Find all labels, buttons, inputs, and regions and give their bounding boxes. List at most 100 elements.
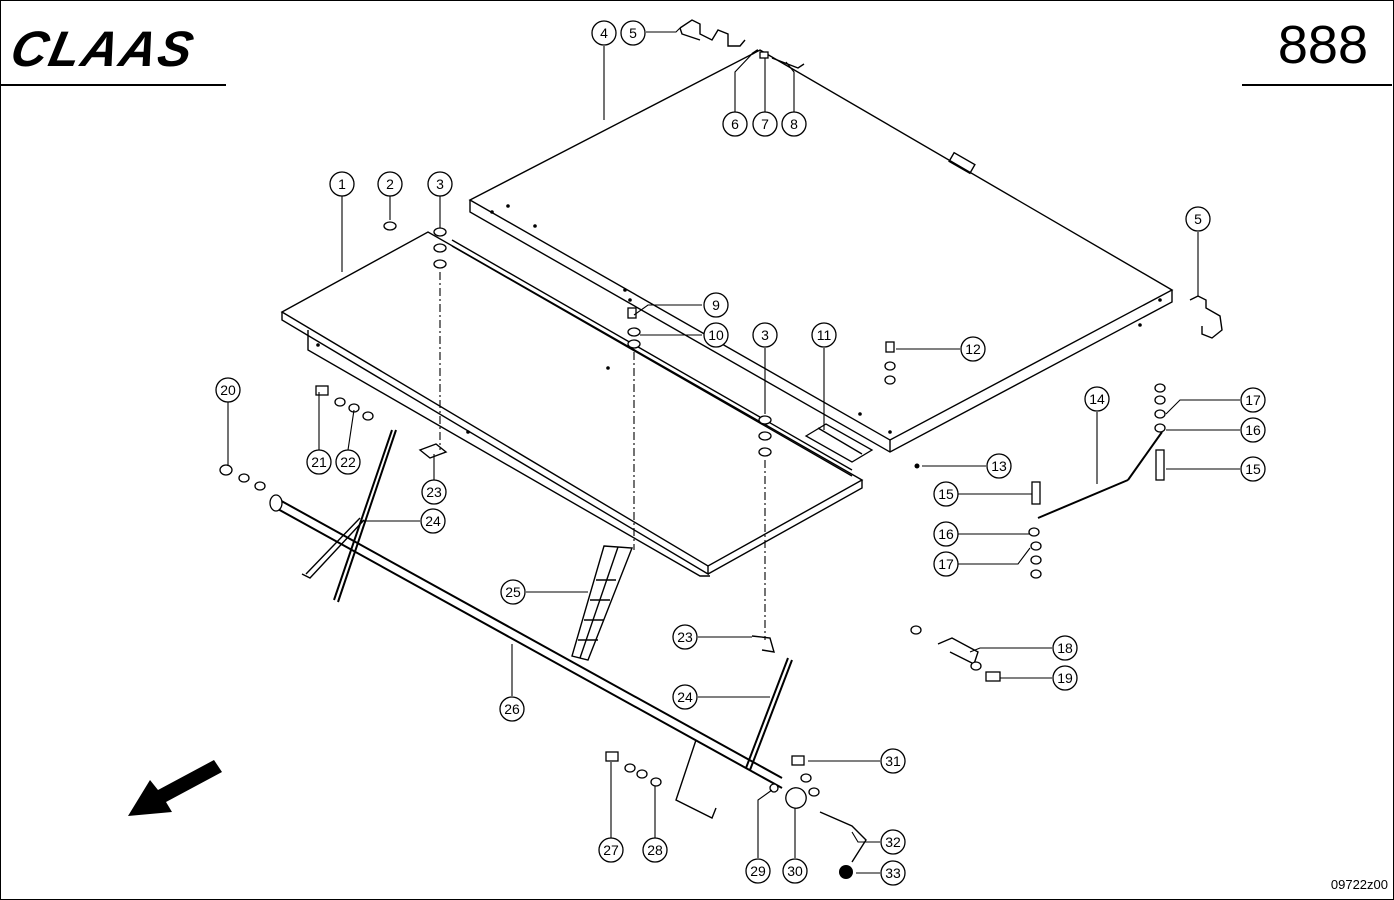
callout-5-top: 5 xyxy=(620,20,646,46)
svg-text:18: 18 xyxy=(1057,640,1073,656)
brand-underline xyxy=(0,84,226,86)
svg-text:7: 7 xyxy=(761,116,769,132)
upper-cover-panel xyxy=(468,49,1174,453)
callout-19: 19 xyxy=(1052,665,1078,691)
svg-text:24: 24 xyxy=(677,689,693,705)
svg-text:31: 31 xyxy=(885,753,901,769)
callout-1: 1 xyxy=(329,171,355,197)
fastener-stack-center xyxy=(627,307,641,349)
callout-20: 20 xyxy=(215,377,241,403)
svg-text:20: 20 xyxy=(220,382,236,398)
svg-text:12: 12 xyxy=(965,341,981,357)
callout-7: 7 xyxy=(752,111,778,137)
hinge-plate xyxy=(804,423,874,463)
svg-text:27: 27 xyxy=(603,842,619,858)
callout-15-upper: 15 xyxy=(1240,456,1266,482)
callout-26: 26 xyxy=(499,696,525,722)
assembly-centerlines xyxy=(439,272,766,640)
svg-text:17: 17 xyxy=(938,556,954,572)
callout-31: 31 xyxy=(880,748,906,774)
gas-strut xyxy=(1028,383,1166,579)
lower-front-panel xyxy=(280,231,864,577)
callout-13: 13 xyxy=(986,453,1012,479)
clip-bracket xyxy=(910,625,1001,682)
callout-24-lower: 24 xyxy=(672,684,698,710)
svg-text:4: 4 xyxy=(600,25,608,41)
callout-22: 22 xyxy=(335,449,361,475)
svg-text:24: 24 xyxy=(425,513,441,529)
page-number: 888 xyxy=(1277,15,1368,75)
callout-33: 33 xyxy=(880,860,906,886)
svg-text:3: 3 xyxy=(436,176,444,192)
lever-assembly xyxy=(769,755,867,879)
callout-24-upper: 24 xyxy=(420,508,446,534)
fasteners-27-28 xyxy=(605,751,662,787)
svg-text:15: 15 xyxy=(1245,461,1261,477)
pin-assembly xyxy=(751,49,805,69)
svg-text:32: 32 xyxy=(885,834,901,850)
bolt-stack-12 xyxy=(884,341,920,469)
callout-14: 14 xyxy=(1084,386,1110,412)
svg-text:26: 26 xyxy=(504,701,520,717)
callout-18: 18 xyxy=(1052,635,1078,661)
callout-6: 6 xyxy=(722,111,748,137)
svg-text:10: 10 xyxy=(708,327,724,343)
callout-23-lower: 23 xyxy=(672,624,698,650)
svg-text:17: 17 xyxy=(1245,392,1261,408)
callout-16-upper: 16 xyxy=(1240,417,1266,443)
direction-arrow xyxy=(128,760,222,816)
svg-text:5: 5 xyxy=(629,25,637,41)
svg-text:8: 8 xyxy=(790,116,798,132)
callout-21: 21 xyxy=(306,449,332,475)
svg-text:19: 19 xyxy=(1057,670,1073,686)
fastener-stack-right xyxy=(758,415,772,457)
callout-3-lower: 3 xyxy=(752,322,778,348)
leader-lines xyxy=(227,27,1240,874)
page-number-underline xyxy=(1242,84,1392,86)
svg-text:16: 16 xyxy=(1245,422,1261,438)
svg-text:3: 3 xyxy=(761,327,769,343)
svg-text:29: 29 xyxy=(750,863,766,879)
hinge-bracket-right xyxy=(1189,295,1223,339)
callout-23-upper: 23 xyxy=(421,479,447,505)
svg-text:33: 33 xyxy=(885,865,901,881)
svg-text:21: 21 xyxy=(311,454,327,470)
svg-text:1: 1 xyxy=(338,176,346,192)
callout-16-lower: 16 xyxy=(933,521,959,547)
support-arm-right xyxy=(675,635,793,819)
fasteners-21-22 xyxy=(315,385,374,421)
svg-text:25: 25 xyxy=(505,584,521,600)
svg-text:11: 11 xyxy=(817,327,832,343)
svg-text:5: 5 xyxy=(1194,211,1202,227)
callout-4: 4 xyxy=(591,20,617,46)
callout-28: 28 xyxy=(642,837,668,863)
callout-30: 30 xyxy=(782,858,808,884)
svg-text:22: 22 xyxy=(340,454,356,470)
drawing-code: 09722z00 xyxy=(1330,877,1388,892)
callout-12: 12 xyxy=(960,336,986,362)
callout-2: 2 xyxy=(377,171,403,197)
svg-text:13: 13 xyxy=(991,458,1007,474)
callout-17-lower: 17 xyxy=(933,551,959,577)
callout-11: 11 xyxy=(811,322,837,348)
callout-29: 29 xyxy=(745,858,771,884)
svg-text:30: 30 xyxy=(787,863,803,879)
callout-10: 10 xyxy=(703,322,729,348)
fastener-stack-left xyxy=(383,221,447,269)
callout-5-right: 5 xyxy=(1185,206,1211,232)
hinge-bracket-top xyxy=(679,19,746,47)
callout-3-upper: 3 xyxy=(427,171,453,197)
callout-9: 9 xyxy=(703,292,729,318)
callout-25: 25 xyxy=(500,579,526,605)
callout-15-lower: 15 xyxy=(933,481,959,507)
svg-text:9: 9 xyxy=(712,297,720,313)
svg-text:15: 15 xyxy=(938,486,954,502)
callout-32: 32 xyxy=(880,829,906,855)
callout-8: 8 xyxy=(781,111,807,137)
ladder-bracket xyxy=(571,545,633,661)
support-arm-left xyxy=(301,429,448,603)
callout-17-upper: 17 xyxy=(1240,387,1266,413)
svg-text:6: 6 xyxy=(731,116,739,132)
svg-text:16: 16 xyxy=(938,526,954,542)
